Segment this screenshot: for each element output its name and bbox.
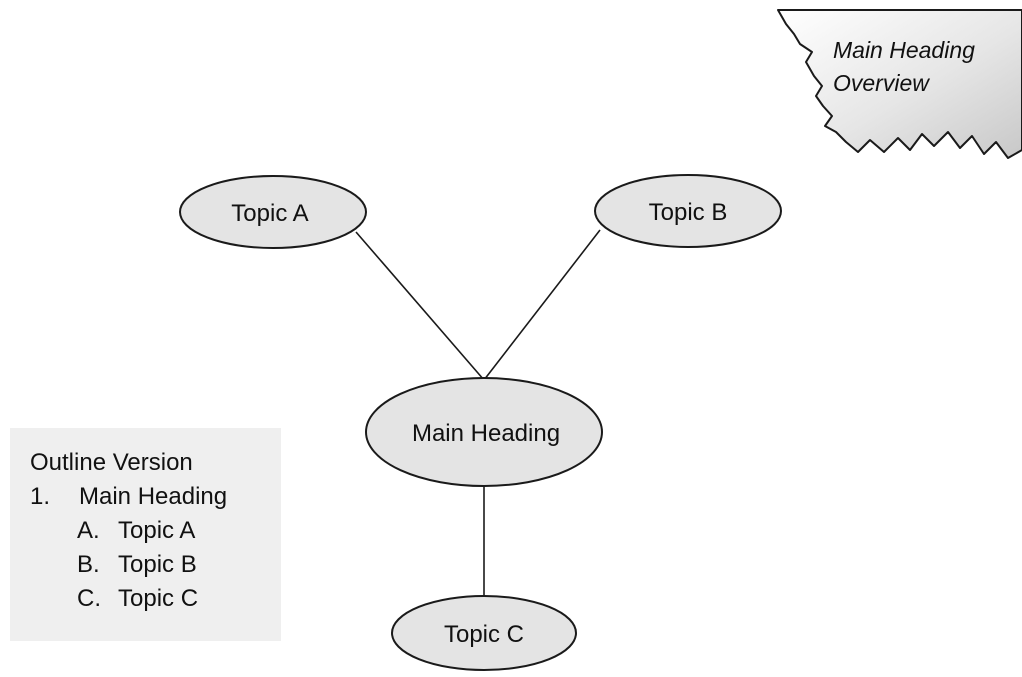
node-topic-b-shape xyxy=(594,174,782,248)
node-topic-c: Topic C xyxy=(391,595,577,671)
node-topic-c-shape xyxy=(391,595,577,671)
outline-box xyxy=(10,428,281,641)
outline-item-marker: 1. xyxy=(30,483,50,510)
connector-topic-a xyxy=(355,231,485,381)
node-main-heading-shape xyxy=(365,377,603,487)
outline-item-marker: B. xyxy=(77,551,100,578)
outline-title: Outline Version xyxy=(30,449,193,476)
connector-topic-b xyxy=(483,229,601,381)
connectors xyxy=(355,229,601,595)
node-main-heading: Main Heading xyxy=(365,377,603,487)
banner-line-1: Main Heading xyxy=(833,37,975,63)
node-topic-c-label: Topic C xyxy=(444,621,524,648)
outline-item-text: Main Heading xyxy=(79,483,227,510)
node-main-heading-label: Main Heading xyxy=(412,420,560,447)
node-topic-a-label: Topic A xyxy=(231,200,308,227)
outline-item-marker: C. xyxy=(77,585,101,612)
node-topic-b-label: Topic B xyxy=(649,199,728,226)
outline-item-text: Topic B xyxy=(118,551,197,578)
node-topic-a-shape xyxy=(179,175,367,249)
overview-banner: Main Heading Overview xyxy=(777,9,1022,159)
node-topic-b: Topic B xyxy=(594,174,782,248)
node-topic-a: Topic A xyxy=(179,175,367,249)
outline-item-marker: A. xyxy=(77,517,100,544)
banner-line-2: Overview xyxy=(833,70,930,96)
outline-panel: Outline Version 1. Main Heading A. Topic… xyxy=(10,428,281,641)
outline-item-text: Topic A xyxy=(118,517,195,544)
outline-item-text: Topic C xyxy=(118,585,198,612)
torn-paper-shape xyxy=(777,9,1022,159)
